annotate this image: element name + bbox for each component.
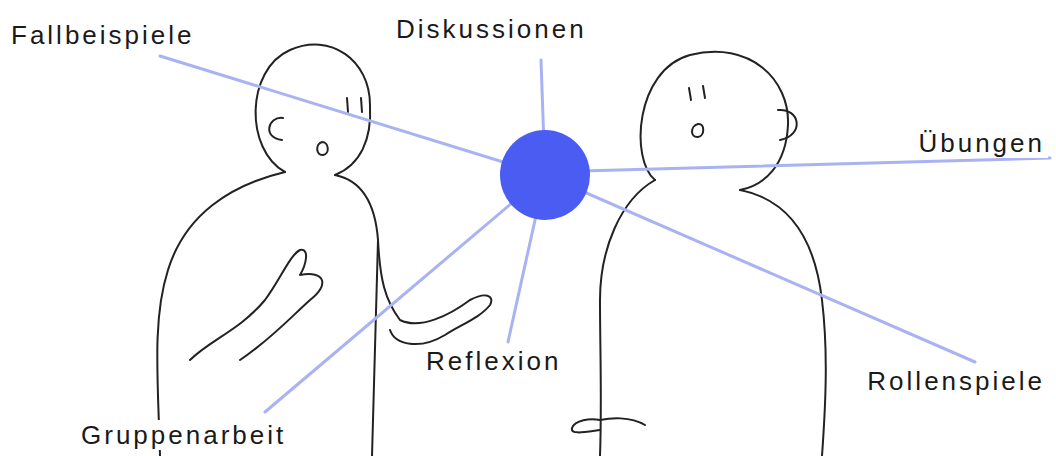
right-figure — [572, 52, 826, 456]
right-arm — [335, 175, 491, 344]
body-right — [740, 190, 826, 456]
body-left — [600, 180, 655, 456]
hand — [572, 418, 645, 432]
left-hand — [190, 250, 322, 360]
body-right — [372, 240, 378, 456]
spoke-label: Reflexion — [423, 346, 564, 376]
body-left — [157, 172, 285, 456]
ear — [269, 118, 283, 140]
spoke-label: Gruppenarbeit — [78, 420, 289, 450]
center-dot — [500, 130, 590, 220]
spoke-label: Fallbeispiele — [8, 20, 198, 50]
mouth — [692, 124, 703, 137]
spoke-line — [545, 175, 975, 362]
head — [256, 44, 371, 175]
eyes — [689, 86, 705, 100]
spoke-label: Übungen — [915, 128, 1048, 158]
spokes — [160, 56, 1050, 412]
spoke-line — [545, 158, 1050, 172]
spoke-label: Diskussionen — [393, 14, 590, 44]
spoke-line — [265, 175, 545, 412]
ear — [778, 110, 797, 140]
spoke-label: Rollenspiele — [864, 366, 1048, 396]
eyes — [347, 98, 362, 112]
mouth — [317, 142, 328, 155]
spoke-line — [160, 56, 545, 175]
